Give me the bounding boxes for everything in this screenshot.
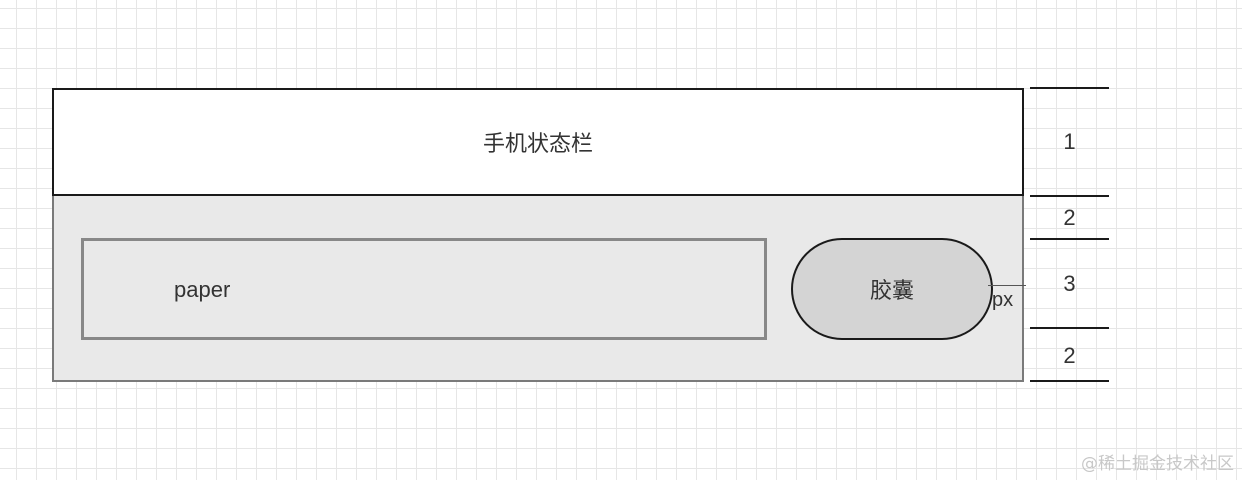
ruler-tick	[1030, 380, 1109, 382]
paper-box: paper	[81, 238, 767, 340]
ruler-tick	[1030, 87, 1109, 89]
paper-label: paper	[174, 277, 231, 302]
connector-line	[988, 285, 1026, 286]
watermark: @稀土掘金技术社区	[1081, 454, 1234, 474]
ruler-label: 2	[1063, 343, 1076, 368]
ruler-label: 1	[1063, 129, 1076, 154]
capsule-button: 胶囊	[791, 238, 993, 340]
ruler-tick	[1030, 327, 1109, 329]
status-bar: 手机状态栏	[52, 88, 1024, 196]
unit-label: px	[992, 289, 1014, 311]
ruler-tick	[1030, 238, 1109, 240]
ruler-label: 3	[1063, 271, 1076, 296]
ruler-label: 2	[1063, 205, 1076, 230]
capsule-label: 胶囊	[869, 279, 914, 304]
status-bar-label: 手机状态栏	[482, 132, 593, 157]
ruler-tick	[1030, 195, 1109, 197]
